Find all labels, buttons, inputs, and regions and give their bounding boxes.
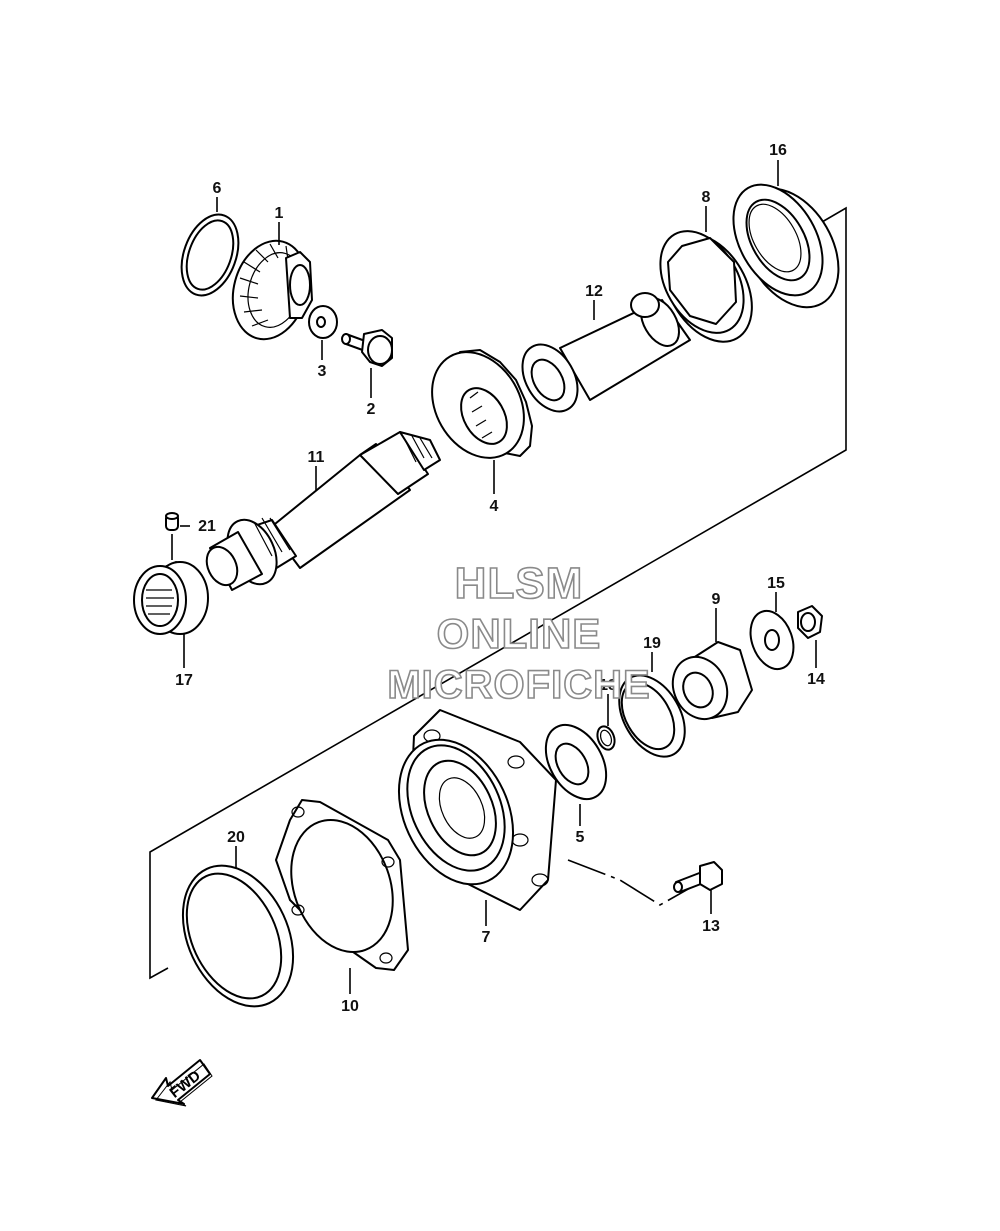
callout-19: 19 xyxy=(643,635,661,652)
part-17-needle-bearing[interactable] xyxy=(133,561,209,635)
leader-lines xyxy=(171,160,817,994)
callout-7: 7 xyxy=(482,929,491,946)
callout-2: 2 xyxy=(367,401,376,418)
callout-21: 21 xyxy=(198,518,216,535)
part-11-drive-shaft[interactable] xyxy=(201,431,441,592)
part-4-pinion-gear[interactable] xyxy=(414,336,543,475)
callout-1: 1 xyxy=(275,205,284,222)
assembly-frame xyxy=(149,206,847,980)
part-2-bolt[interactable] xyxy=(341,329,393,367)
callout-8: 8 xyxy=(702,189,711,206)
part-6-ring[interactable] xyxy=(171,207,249,304)
part-15-washer[interactable] xyxy=(743,605,801,675)
fwd-arrow-icon: FWD xyxy=(151,1059,213,1107)
callout-3: 3 xyxy=(318,363,327,380)
callout-10: 10 xyxy=(341,998,359,1015)
watermark-line-3: MICROFICHE xyxy=(387,663,650,707)
part-20-o-ring[interactable] xyxy=(161,848,314,1024)
callout-4: 4 xyxy=(490,498,499,515)
part-21-pin[interactable] xyxy=(165,512,179,531)
part-8-nut-ring[interactable] xyxy=(643,216,770,357)
callout-6: 6 xyxy=(213,180,222,197)
callout-12: 12 xyxy=(585,283,603,300)
part-12-sleeve[interactable] xyxy=(511,291,691,421)
callout-14: 14 xyxy=(807,671,825,688)
callout-labels: 6 1 3 2 16 8 12 4 11 21 17 14 15 9 19 18… xyxy=(175,142,825,1015)
callout-16: 16 xyxy=(769,142,787,159)
part-10-gasket[interactable] xyxy=(274,799,411,971)
part-19-seal-ring[interactable] xyxy=(606,664,698,768)
part-1-bevel-gear[interactable] xyxy=(222,232,317,347)
watermark-line-2: ONLINE xyxy=(437,610,602,657)
callout-20: 20 xyxy=(227,829,245,846)
part-3-washer[interactable] xyxy=(308,305,338,339)
part-18-o-ring[interactable] xyxy=(594,724,617,752)
part-5-washer[interactable] xyxy=(533,714,618,809)
part-7-bearing-housing[interactable] xyxy=(377,709,557,911)
callout-13: 13 xyxy=(702,918,720,935)
part-14-nut[interactable] xyxy=(797,605,823,639)
watermark-line-1: HLSM xyxy=(455,559,584,608)
callout-9: 9 xyxy=(712,591,721,608)
callout-5: 5 xyxy=(576,829,585,846)
callout-17: 17 xyxy=(175,672,193,689)
part-16-seal[interactable] xyxy=(715,169,858,324)
callout-15: 15 xyxy=(767,575,785,592)
callout-11: 11 xyxy=(308,449,325,466)
part-9-hub[interactable] xyxy=(663,641,753,728)
callout-18: 18 xyxy=(599,677,617,694)
watermark: HLSM ONLINE MICROFICHE xyxy=(387,558,651,708)
part-13-bolt[interactable] xyxy=(673,861,723,893)
